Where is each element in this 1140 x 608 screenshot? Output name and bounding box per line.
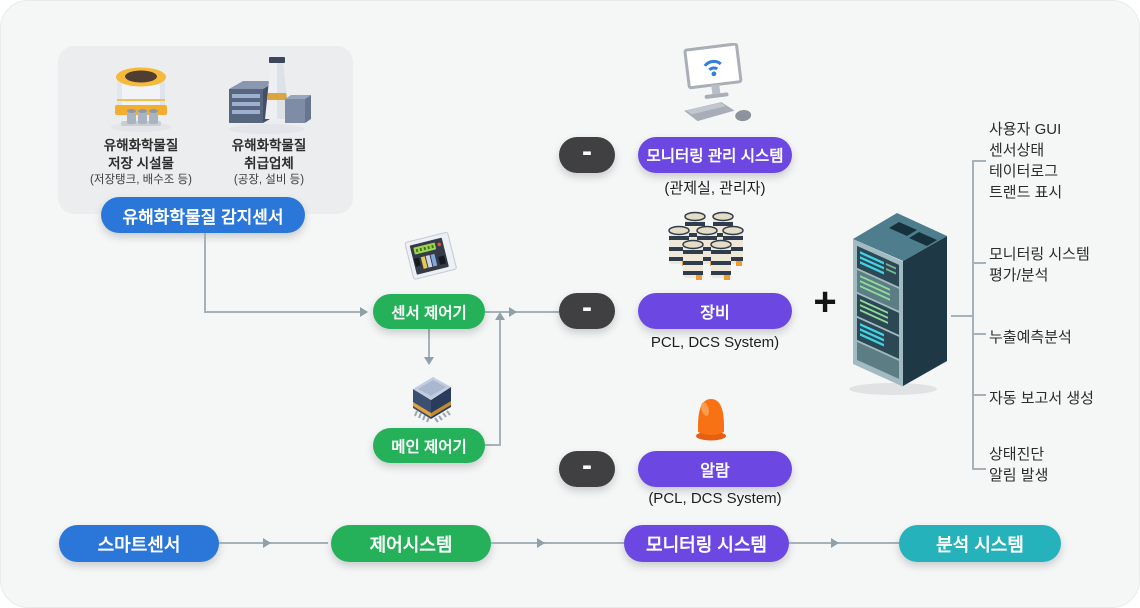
feature-item: 상태진단 알림 발생 [989, 446, 1049, 484]
flow-arrowhead [831, 538, 839, 548]
flow-arrowhead [263, 538, 271, 548]
hazard-sensor-badge: 유해화학물질 감지센서 [101, 197, 305, 233]
facility-item-subtitle: (공장, 설비 등) [233, 174, 305, 186]
factory-icon [229, 57, 311, 134]
chemical-drums-icon [668, 211, 744, 280]
dash-badge: - [559, 135, 615, 173]
arrowhead-to-equipment [509, 307, 517, 317]
flow-stage-control-system: 제어시스템 [331, 525, 491, 562]
main-controller-chip-icon [413, 377, 451, 423]
plus-sign: + [813, 280, 837, 324]
dash-label: - [582, 449, 592, 482]
equipment-pill: 장비 [638, 293, 792, 329]
connector-rack-to-list [951, 315, 972, 317]
facility-item-title: 유해화학물질 취급업체 [231, 138, 307, 171]
dash-badge: - [559, 291, 615, 329]
flow-connector [789, 542, 899, 544]
facility-item-title: 유해화학물질 저장 시설물 [103, 138, 179, 171]
flow-stage-smart-sensor: 스마트센서 [59, 525, 219, 562]
feature-list-spine [972, 160, 974, 470]
analysis-server-rack-icon [849, 213, 947, 395]
monitoring-caption: (관제실, 관리자) [664, 180, 766, 197]
facility-item-subtitle: (저장탱크, 배수조 등) [90, 174, 192, 186]
arrowhead-main-up [495, 312, 505, 320]
main-controller-pill: 메인 제어기 [373, 428, 485, 463]
sensor-controller-pill: 센서 제어기 [373, 294, 485, 329]
dash-badge: - [559, 449, 615, 487]
feature-item: 모니터링 시스템 평가/분석 [989, 246, 1090, 284]
alarm-pill: 알람 [638, 451, 792, 487]
dash-label: - [582, 291, 592, 324]
connector-sensor-down [428, 329, 430, 359]
arrowhead-into-sensor-controller [360, 307, 368, 317]
feature-item: 사용자 GUI 센서상태 테이터로그 트랜드 표시 [989, 121, 1063, 201]
sensor-controller-icon [404, 231, 457, 280]
monitoring-management-system-pill: 모니터링 관리 시스템 [638, 137, 792, 173]
connector-badge-down [204, 233, 206, 312]
feature-tick [972, 160, 986, 162]
flow-connector [219, 542, 328, 544]
alarm-lamp-icon [696, 399, 726, 441]
monitoring-pc-icon [683, 43, 752, 122]
feature-tick [972, 262, 986, 264]
connector-main-right [485, 444, 501, 446]
equipment-caption: PCL, DCS System) [650, 334, 780, 351]
connector-badge-right [204, 311, 367, 313]
alarm-caption: (PCL, DCS System) [648, 490, 782, 507]
flow-connector [491, 542, 624, 544]
feature-item: 누출예측분석 [989, 329, 1072, 346]
connector-sensor-to-dash [485, 311, 559, 313]
feature-tick [972, 394, 986, 396]
arrowhead-into-main-controller [424, 357, 434, 365]
feature-tick [972, 333, 986, 335]
feature-tick [972, 468, 986, 470]
dash-label: - [582, 135, 592, 168]
connector-main-up [499, 318, 501, 446]
flow-arrowhead [537, 538, 545, 548]
flow-stage-analysis-system: 분석 시스템 [899, 525, 1061, 562]
flow-stage-monitoring-system: 모니터링 시스템 [624, 525, 789, 562]
storage-tank-icon [111, 67, 171, 132]
feature-item: 자동 보고서 생성 [989, 390, 1094, 407]
